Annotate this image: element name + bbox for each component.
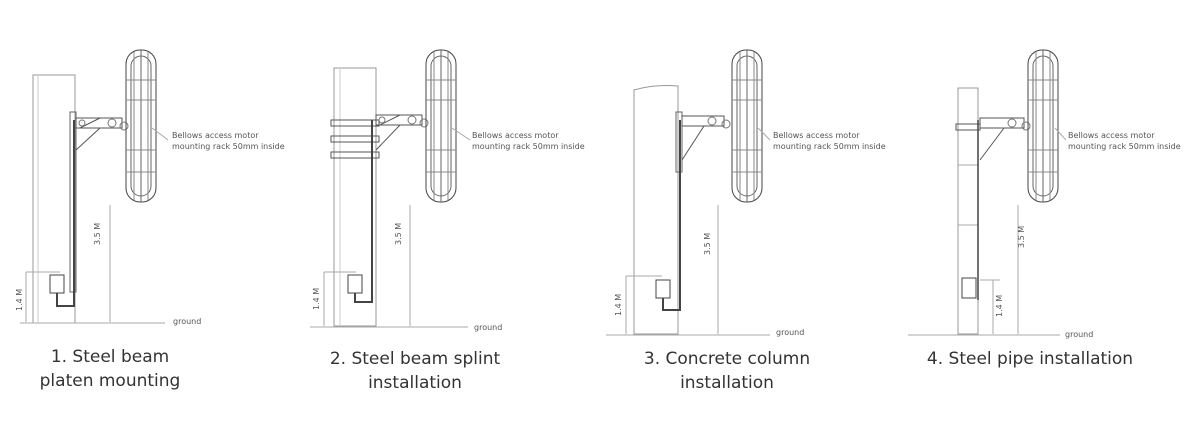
- note-line-1: Bellows access motor: [172, 131, 259, 140]
- fan-guard: [125, 49, 157, 203]
- panel-2-caption: 2. Steel beam splint installation: [329, 349, 501, 393]
- fan-guard: [731, 49, 763, 203]
- note-line-1: Bellows access motor: [773, 131, 860, 140]
- ground-label: ground: [776, 328, 804, 337]
- note-line-2: mounting rack 50mm inside: [1068, 142, 1181, 151]
- note-line-1: Bellows access motor: [472, 131, 559, 140]
- panel-1-diagram: Bellows access motor mounting rack 50mm …: [15, 49, 285, 326]
- height-box-label: 1.4 M: [995, 295, 1004, 317]
- ground-label: ground: [1065, 330, 1093, 339]
- height-total-label: 3.5 M: [394, 223, 403, 245]
- panel-4-diagram: Bellows access motor mounting rack 50mm …: [908, 49, 1181, 339]
- fan-guard: [425, 49, 457, 203]
- mounting-bracket: [979, 117, 1025, 161]
- height-total-label: 3.5 M: [1017, 226, 1026, 248]
- concrete-column: [633, 85, 679, 335]
- panel-2-diagram: Bellows access motor mounting rack 50mm …: [310, 49, 585, 332]
- control-box: [961, 277, 977, 299]
- note-line-2: mounting rack 50mm inside: [172, 142, 285, 151]
- steel-beam-column: [32, 74, 76, 324]
- note-line-2: mounting rack 50mm inside: [773, 142, 886, 151]
- installation-panel-4: Bellows access motor mounting rack 50mm …: [900, 0, 1200, 432]
- height-box-label: 1.4 M: [15, 289, 24, 311]
- panel-1-caption: 1. Steel beam platen mounting: [39, 347, 181, 391]
- control-box: [49, 274, 65, 294]
- installation-panel-1: Bellows access motor mounting rack 50mm …: [0, 0, 300, 432]
- installation-panel-3: Bellows access motor mounting rack 50mm …: [600, 0, 900, 432]
- steel-pipe: [957, 87, 979, 335]
- panel-4-caption: 4. Steel pipe installation: [926, 349, 1134, 369]
- height-total-label: 3.5 M: [93, 223, 102, 245]
- splint-clamps: [330, 119, 380, 159]
- installation-panel-2: Bellows access motor mounting rack 50mm …: [300, 0, 600, 432]
- note-line-1: Bellows access motor: [1068, 131, 1155, 140]
- mounting-bracket: [75, 117, 123, 151]
- mounting-bracket: [375, 114, 423, 151]
- steel-beam-column: [333, 67, 377, 327]
- height-box-label: 1.4 M: [614, 294, 623, 316]
- fan-guard: [1027, 49, 1059, 203]
- control-box: [347, 274, 363, 294]
- ground-label: ground: [173, 317, 201, 326]
- ground-label: ground: [474, 323, 502, 332]
- panel-3-caption: 3. Concrete column installation: [643, 349, 811, 393]
- height-box-label: 1.4 M: [312, 288, 321, 310]
- mounting-bracket: [681, 115, 725, 161]
- height-total-label: 3.5 M: [703, 233, 712, 255]
- control-box: [655, 279, 671, 299]
- note-line-2: mounting rack 50mm inside: [472, 142, 585, 151]
- panel-3-diagram: Bellows access motor mounting rack 50mm …: [606, 49, 886, 337]
